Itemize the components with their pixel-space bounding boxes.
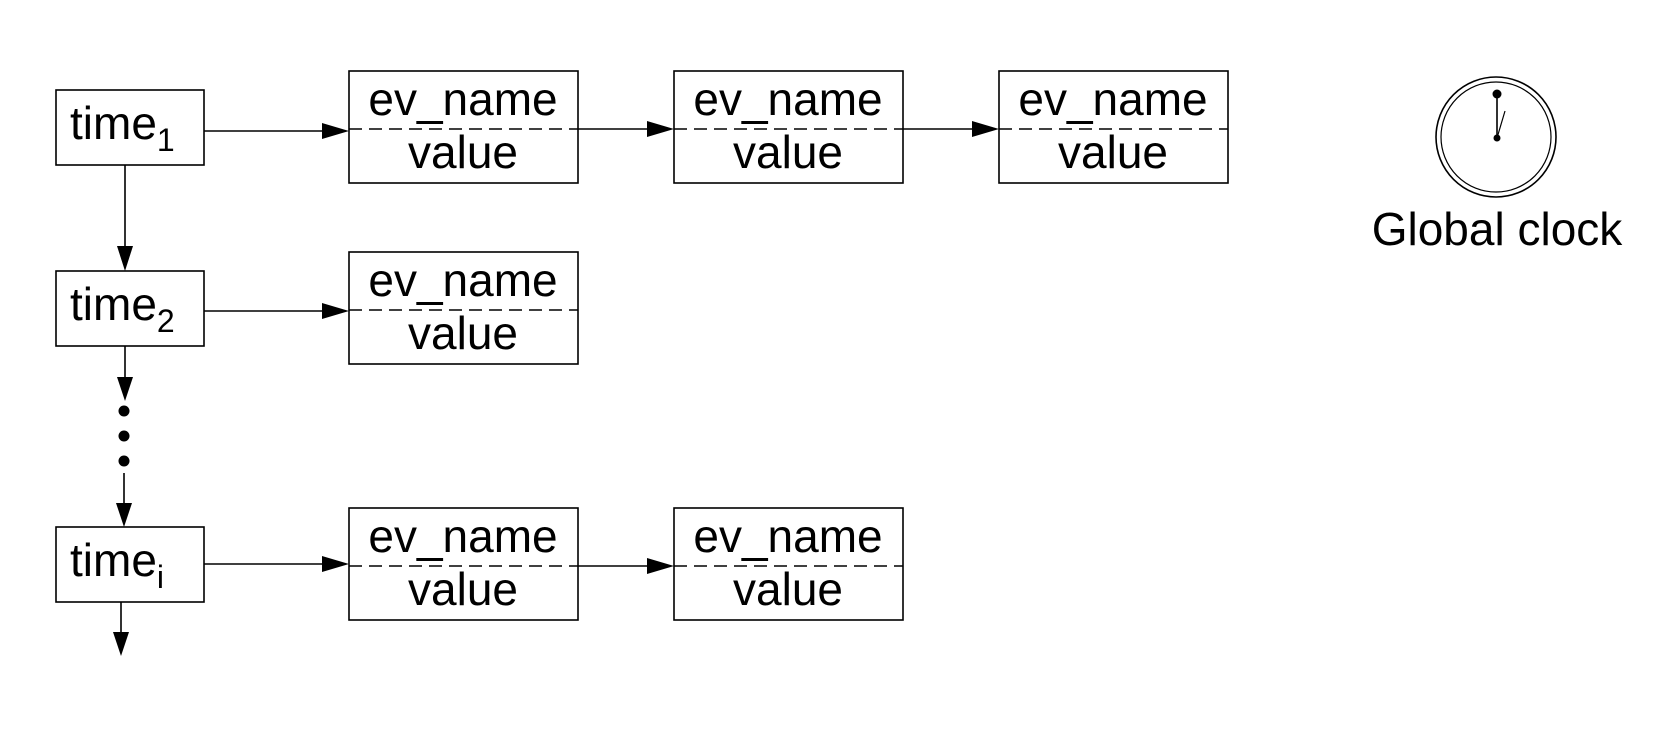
event-node: ev_name value bbox=[348, 507, 579, 621]
event-value: value bbox=[733, 126, 843, 178]
time-node-label: time1 bbox=[70, 97, 175, 158]
clock-icon bbox=[1435, 76, 1557, 198]
time-node-label: timei bbox=[70, 534, 164, 595]
time-link-1-2 bbox=[117, 165, 133, 271]
time-to-event-arrow bbox=[204, 556, 349, 572]
event-node: ev_name value bbox=[673, 507, 904, 621]
time-node-label: time2 bbox=[70, 278, 175, 339]
event-name: ev_name bbox=[693, 73, 882, 125]
event-value: value bbox=[408, 126, 518, 178]
time-node-i: timei bbox=[55, 526, 205, 603]
time-node-2: time2 bbox=[55, 270, 205, 347]
event-value: value bbox=[1058, 126, 1168, 178]
event-name: ev_name bbox=[368, 510, 557, 562]
time-link-i-next bbox=[113, 602, 129, 656]
ellipsis bbox=[118, 405, 130, 467]
time-to-event-arrow bbox=[204, 303, 349, 319]
time-node-1: time1 bbox=[55, 89, 205, 166]
time-link-ellipsis-i bbox=[116, 473, 132, 527]
event-name: ev_name bbox=[1018, 73, 1207, 125]
event-node: ev_name value bbox=[348, 251, 579, 365]
event-node: ev_name value bbox=[673, 70, 904, 184]
time-to-event-arrow bbox=[204, 123, 349, 139]
event-value: value bbox=[408, 307, 518, 359]
event-name: ev_name bbox=[368, 254, 557, 306]
time-link-2-ellipsis bbox=[117, 346, 133, 401]
event-name: ev_name bbox=[693, 510, 882, 562]
event-node: ev_name value bbox=[348, 70, 579, 184]
event-value: value bbox=[408, 563, 518, 615]
event-to-event-arrow bbox=[578, 121, 674, 137]
event-node: ev_name value bbox=[998, 70, 1229, 184]
event-value: value bbox=[733, 563, 843, 615]
event-name: ev_name bbox=[368, 73, 557, 125]
global-clock-label: Global clock bbox=[1372, 203, 1624, 255]
event-to-event-arrow bbox=[903, 121, 999, 137]
event-to-event-arrow bbox=[578, 558, 674, 574]
